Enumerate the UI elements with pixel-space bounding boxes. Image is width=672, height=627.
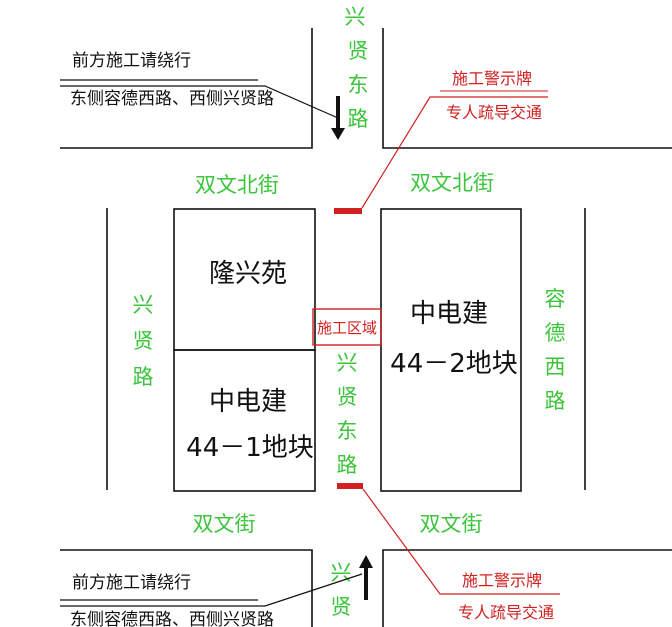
xingxian-east-mid-label: 兴 贤 东 路: [337, 351, 358, 477]
top-notice-line2: 东侧容德西路、西侧兴贤路: [70, 89, 274, 109]
road-char: 贤: [331, 595, 352, 619]
zdj-44-1-plot: 44－1地块: [186, 433, 314, 463]
shuangwen-right-label: 双文街: [420, 512, 483, 536]
road-char: 贤: [337, 385, 358, 409]
bottom-left-road-corner: [60, 549, 313, 627]
top-detour-notice: 前方施工请绕行 东侧容德西路、西侧兴贤路: [60, 51, 345, 140]
shuangwen-left-label: 双文街: [193, 512, 256, 536]
top-warning-line1: 施工警示牌: [452, 69, 532, 88]
road-char: 德: [545, 321, 566, 345]
bottom-notice-leader: [60, 573, 363, 607]
blocks: [173, 208, 522, 492]
shuangwen-north-left-label: 双文北街: [195, 173, 279, 197]
up-arrow-icon: [359, 555, 373, 568]
bottom-warning-leader: [362, 488, 560, 595]
road-char: 兴: [133, 293, 154, 317]
zdj-44-1-block: [173, 349, 316, 492]
bottom-warning-bar: [337, 483, 363, 489]
bottom-warning-line1: 施工警示牌: [462, 571, 542, 590]
road-char: 容: [545, 287, 566, 311]
road-char: 路: [337, 453, 358, 477]
zdj-44-2-plot: 44－2地块: [390, 349, 518, 379]
road-char: 路: [348, 107, 369, 131]
xingxian-west-label: 兴 贤 路: [133, 293, 154, 389]
road-char: 路: [545, 389, 566, 413]
longxingyuan-label: 隆兴苑: [209, 259, 287, 289]
top-notice-line1: 前方施工请绕行: [72, 51, 191, 71]
road-char: 东: [348, 73, 369, 97]
bottom-warning-sign: 施工警示牌 专人疏导交通: [337, 483, 560, 622]
xingxian-east-bottom-label: 兴 贤: [331, 561, 352, 619]
bottom-warning-line2: 专人疏导交通: [458, 603, 554, 622]
xingxian-east-top-label: 兴 贤 东 路: [345, 5, 369, 131]
zdj-44-1-name: 中电建: [209, 387, 287, 417]
top-right-road-corner: [382, 28, 672, 149]
road-char: 兴: [345, 5, 366, 29]
top-warning-line2: 专人疏导交通: [446, 103, 542, 122]
road-char: 东: [337, 419, 358, 443]
down-arrow-icon: [331, 128, 345, 140]
road-edges: [60, 28, 672, 627]
top-warning-sign: 施工警示牌 专人疏导交通: [334, 69, 548, 214]
road-char: 贤: [133, 329, 154, 353]
road-char: 兴: [337, 351, 358, 375]
zdj-44-2-name: 中电建: [410, 299, 488, 329]
shuangwen-north-right-label: 双文北街: [410, 171, 494, 195]
bottom-detour-notice: 前方施工请绕行 东侧容德西路、西侧兴贤路: [60, 555, 373, 627]
top-left-road-corner: [60, 28, 313, 149]
bottom-notice-line2: 东侧容德西路、西侧兴贤路: [70, 610, 274, 627]
bottom-right-road-corner: [382, 549, 672, 627]
construction-zone-box: [312, 308, 382, 346]
top-warning-leader: [361, 96, 548, 209]
top-warning-bar: [334, 208, 362, 214]
road-char: 路: [133, 365, 154, 389]
top-notice-leader: [60, 85, 339, 119]
rongde-west-label: 容 德 西 路: [545, 287, 566, 413]
bottom-notice-line1: 前方施工请绕行: [72, 573, 191, 593]
construction-zone-label: 施工区域: [317, 319, 377, 337]
zdj-44-2-block: [380, 208, 522, 492]
road-char: 西: [545, 355, 566, 379]
road-char: 贤: [348, 39, 369, 63]
